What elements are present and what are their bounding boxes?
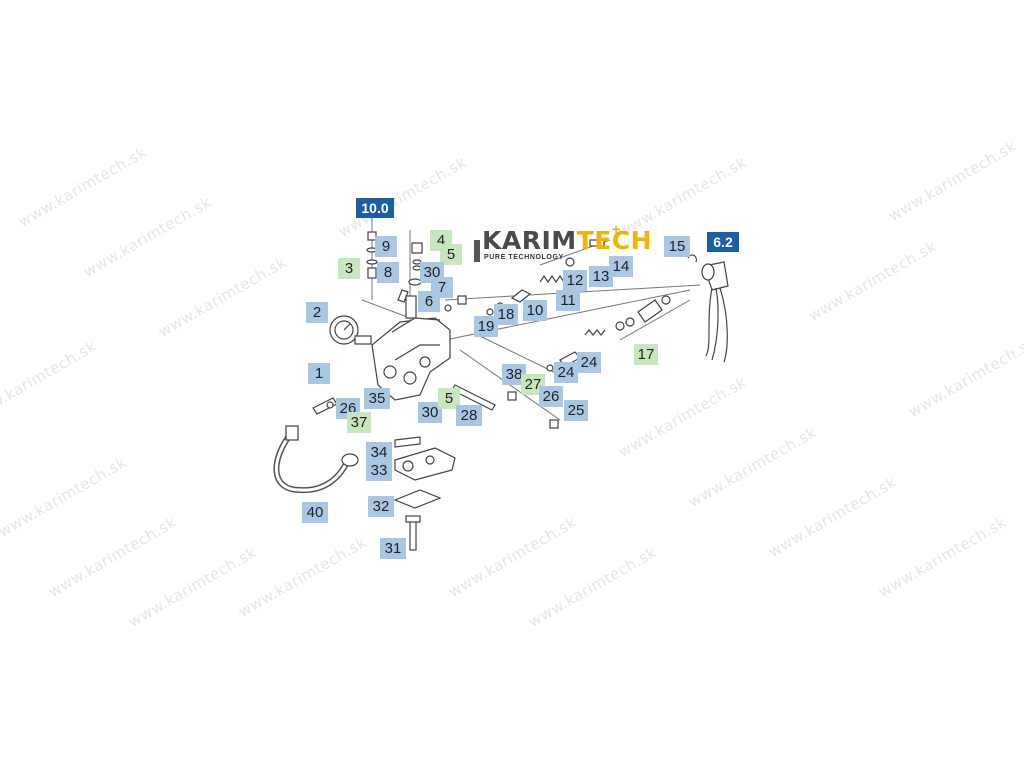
callout-label: 10.0 xyxy=(356,198,394,218)
callout-label: 30 xyxy=(418,402,442,423)
callout-label: 6 xyxy=(418,291,440,312)
callout-label: 6.2 xyxy=(707,232,739,252)
callout-label: 28 xyxy=(456,405,482,426)
callout-label: 33 xyxy=(366,460,392,481)
callout-label: 15 xyxy=(664,236,690,257)
callout-label: 25 xyxy=(564,400,588,421)
callout-label: 1 xyxy=(308,363,330,384)
callout-label: 2 xyxy=(306,302,328,323)
callout-label: 3 xyxy=(338,258,360,279)
callout-label: 26 xyxy=(539,386,563,407)
callout-label: 8 xyxy=(377,262,399,283)
logo-tech: TECH xyxy=(576,226,653,255)
callout-label: 38 xyxy=(502,364,526,385)
callout-label: 31 xyxy=(380,538,406,559)
logo-plus-icon: + xyxy=(612,221,621,237)
callout-label: 5 xyxy=(440,244,462,265)
callout-label: 24 xyxy=(554,362,578,383)
callout-label: 34 xyxy=(366,442,392,463)
callout-label: 32 xyxy=(368,496,394,517)
callout-label: 24 xyxy=(577,352,601,373)
callout-label: 11 xyxy=(556,290,580,311)
callout-label: 19 xyxy=(474,316,498,337)
karimtech-logo: KARIMTECH + PURE TECHNOLOGY xyxy=(470,221,652,266)
callout-label: 18 xyxy=(494,304,518,325)
callout-label: 14 xyxy=(609,256,633,277)
callout-label: 9 xyxy=(375,236,397,257)
callout-label: 35 xyxy=(364,388,390,409)
logo-karim: KARIM xyxy=(482,226,577,255)
logo-bar-mark xyxy=(474,240,480,262)
logo-wordmark: KARIMTECH xyxy=(482,226,652,255)
callout-label: 10 xyxy=(523,300,547,321)
callout-label: 12 xyxy=(563,270,587,291)
callout-label: 37 xyxy=(347,412,371,433)
callout-label: 13 xyxy=(589,266,613,287)
callout-label: 5 xyxy=(438,388,460,409)
callout-label: 40 xyxy=(302,502,328,523)
callout-label: 17 xyxy=(634,344,658,365)
logo-tagline: PURE TECHNOLOGY xyxy=(484,254,564,261)
